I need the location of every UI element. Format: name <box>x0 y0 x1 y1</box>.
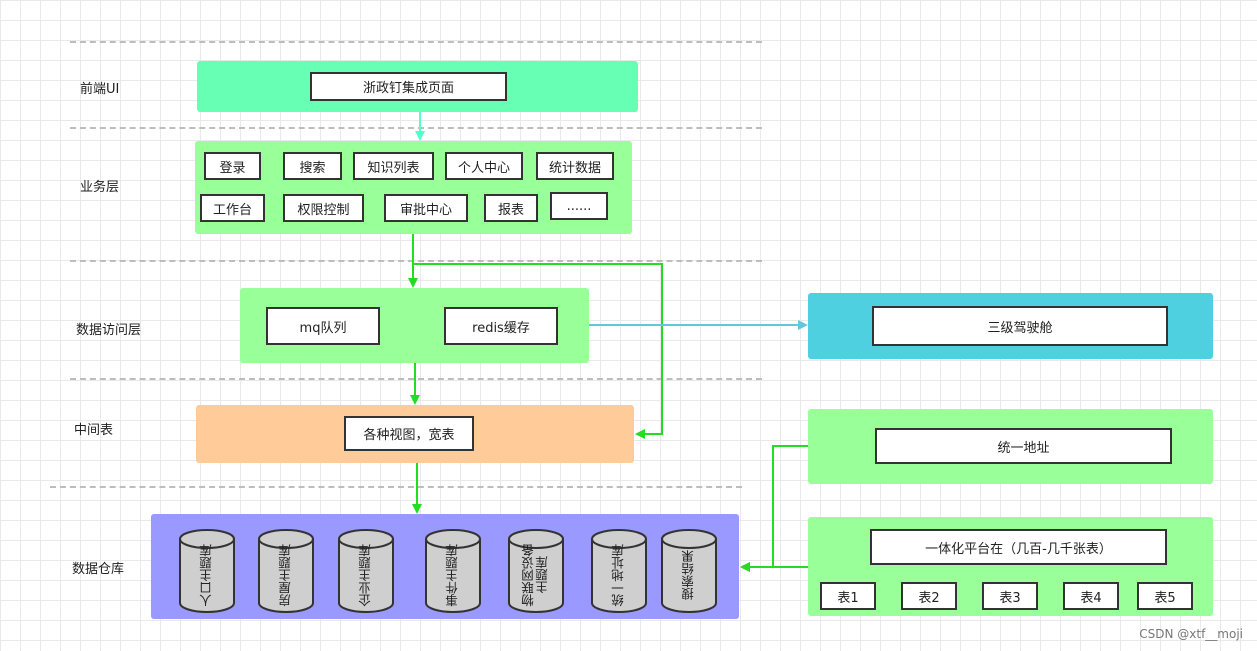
platform-table-4: 表4 <box>1063 582 1119 610</box>
business-item-permission: 权限控制 <box>283 194 364 222</box>
frontend-page-box: 浙政钉集成页面 <box>310 72 507 101</box>
business-item-more: ...... <box>550 192 608 220</box>
watermark: CSDN @xtf__moji <box>1139 627 1243 641</box>
arrow-unified-address-to-warehouse <box>740 445 808 572</box>
business-item-report: 报表 <box>484 194 538 222</box>
business-item-search: 搜索 <box>283 152 342 180</box>
db-housing-label: 房屋主题库 <box>278 543 293 607</box>
db-enterprise-label: 企业主题库 <box>358 543 373 607</box>
db-unified-address-label: 统一地址库 <box>611 543 626 607</box>
layer-label-frontend: 前端UI <box>80 82 120 97</box>
business-item-knowledge-list: 知识列表 <box>353 152 434 180</box>
platform-title-box: 一体化平台在（几百-几千张表） <box>870 529 1167 565</box>
db-population-label: 人口主题库 <box>199 543 214 607</box>
layer-label-data-access: 数据访问层 <box>76 323 142 338</box>
platform-table-3: 表3 <box>982 582 1038 610</box>
separator-1 <box>70 41 762 43</box>
db-event: 事件主题库 <box>424 529 482 613</box>
mq-queue-box: mq队列 <box>266 307 380 345</box>
db-iot-device-label: 物联网设备 主题库 <box>521 543 550 607</box>
separator-4 <box>70 378 762 380</box>
layer-label-middle: 中间表 <box>74 423 114 438</box>
platform-table-5: 表5 <box>1137 582 1193 610</box>
db-search-results: 搜索结果 <box>660 529 718 613</box>
platform-table-2: 表2 <box>901 582 957 610</box>
separator-2 <box>70 127 762 129</box>
layer-label-warehouse: 数据仓库 <box>72 562 125 577</box>
separator-3 <box>70 260 762 262</box>
business-item-login: 登录 <box>204 152 261 180</box>
views-wide-table-box: 各种视图，宽表 <box>344 416 474 451</box>
business-item-approval: 审批中心 <box>384 194 468 222</box>
db-search-results-label: 搜索结果 <box>681 550 696 600</box>
business-item-workbench: 工作台 <box>200 194 265 222</box>
platform-table-1: 表1 <box>820 582 876 610</box>
business-item-statistics: 统计数据 <box>536 152 614 180</box>
db-population: 人口主题库 <box>178 529 236 613</box>
db-event-label: 事件主题库 <box>445 543 460 607</box>
redis-cache-box: redis缓存 <box>444 307 558 345</box>
unified-address-box: 统一地址 <box>875 428 1172 464</box>
db-unified-address: 统一地址库 <box>590 529 648 613</box>
business-item-personal-center: 个人中心 <box>445 152 523 180</box>
cockpit-box: 三级驾驶舱 <box>872 306 1168 346</box>
layer-label-business: 业务层 <box>80 180 120 195</box>
db-housing: 房屋主题库 <box>257 529 315 613</box>
db-enterprise: 企业主题库 <box>337 529 395 613</box>
db-iot-device: 物联网设备 主题库 <box>507 529 565 613</box>
separator-5 <box>50 486 742 488</box>
